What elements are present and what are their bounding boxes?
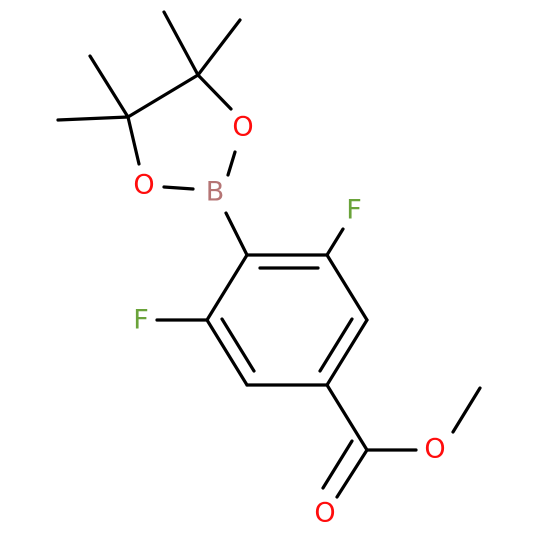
bond-cq1-oxygen-lower	[126, 115, 141, 166]
bond-ring-c2-c3	[325, 253, 369, 322]
benzene-ring	[205, 253, 369, 387]
oxygen-atom-ring-upper: O	[232, 112, 253, 143]
dioxaborolane-ring	[126, 73, 237, 191]
bond-oxygen-ester-methyl	[451, 386, 482, 434]
bond-methyl-1	[162, 10, 200, 77]
bond-boron-oxygen-upper	[226, 150, 237, 177]
bond-ring-c5-c6-inner	[220, 317, 256, 373]
bond-ring-c6-c1	[205, 253, 249, 322]
bond-carbonyl-double-inner	[321, 439, 354, 490]
oxygen-atom-ester: O	[424, 434, 445, 465]
bond-methyl-2	[196, 18, 242, 77]
bond-oxygen-upper-cq2	[196, 73, 233, 111]
bond-oxygen-lower-boron	[162, 185, 195, 191]
oxygen-atom-ring-lower: O	[133, 170, 154, 201]
bond-c2-fluorine	[325, 227, 345, 257]
fluorine-atom-left: F	[133, 305, 149, 336]
fluorine-atom-top: F	[346, 195, 362, 226]
boron-atom: B	[206, 177, 225, 208]
bond-cq1-cq2	[126, 73, 200, 119]
oxygen-atom-carbonyl: O	[314, 498, 335, 529]
bond-methyl-3	[88, 54, 130, 119]
bond-c1-boron	[224, 211, 249, 257]
bond-carbonyl-double-outer	[335, 448, 369, 499]
bond-ring-c3-c4-inner	[318, 317, 354, 373]
bond-methyl-4	[56, 115, 130, 122]
bond-ring-c3-c4	[325, 318, 369, 387]
bond-ring-c5-c6	[205, 318, 249, 387]
bond-c4-carbonyl-carbon	[325, 383, 369, 452]
